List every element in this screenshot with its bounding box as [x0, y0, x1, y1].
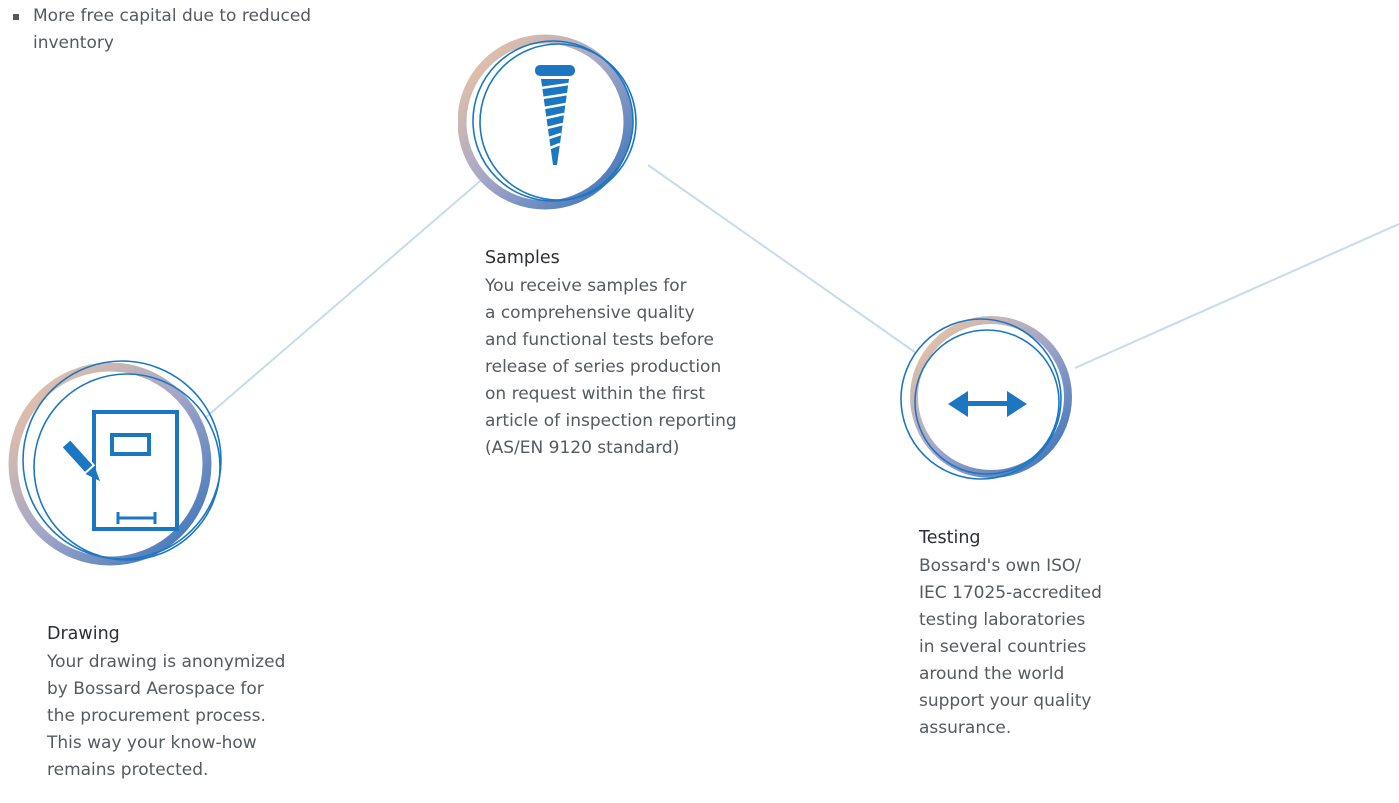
- testing-title: Testing: [919, 528, 981, 548]
- samples-description: You receive samples for a comprehensive …: [485, 276, 737, 458]
- bullet-square-icon: [13, 14, 19, 20]
- drawing-step: Drawing Your drawing is anonymized by Bo…: [47, 621, 387, 784]
- bullet-text: More free capital due to reduced invento…: [33, 6, 312, 53]
- connector-samples-testing: [647, 164, 917, 354]
- samples-step: Samples You receive samples for a compre…: [485, 245, 845, 462]
- screw-icon: [535, 65, 575, 165]
- samples-title: Samples: [485, 248, 560, 268]
- drawing-node: [8, 360, 222, 566]
- samples-node: [458, 34, 637, 210]
- drawing-description: Your drawing is anonymized by Bossard Ae…: [47, 652, 286, 780]
- benefit-bullet-item: More free capital due to reduced invento…: [13, 3, 393, 57]
- double-arrow-icon: [948, 391, 1027, 417]
- testing-node: [900, 316, 1072, 480]
- connector-testing-next: [1074, 223, 1399, 369]
- drawing-title: Drawing: [47, 624, 120, 644]
- testing-description: Bossard's own ISO/ IEC 17025-accredited …: [919, 556, 1102, 738]
- connector-drawing-samples: [204, 175, 487, 419]
- testing-step: Testing Bossard's own ISO/ IEC 17025-acc…: [919, 525, 1219, 742]
- drawing-pencil-icon: [60, 410, 179, 531]
